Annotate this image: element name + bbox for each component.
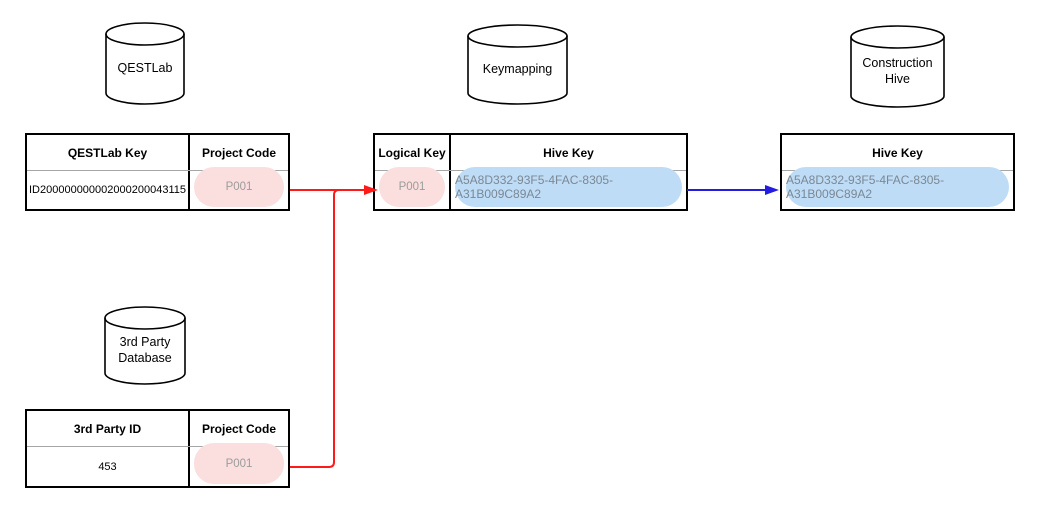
column-header-qestlab-key: QESTLab Key [27, 135, 190, 170]
hive-key-cell: A5A8D332-93F5-4FAC-8305-A31B009C89A2 [451, 167, 686, 209]
table-header-row: Hive Key [782, 135, 1013, 171]
cylinder-qestlab: QESTLab [105, 22, 185, 105]
column-header-project-code: Project Code [201, 421, 276, 436]
hive-key-pill: A5A8D332-93F5-4FAC-8305-A31B009C89A2 [455, 167, 682, 207]
project-code-cell: P001 [190, 167, 288, 209]
hive-key-pill: A5A8D332-93F5-4FAC-8305-A31B009C89A2 [786, 167, 1009, 207]
column-header-hive-key: Hive Key [872, 145, 923, 160]
table-header-row: QESTLab Key Project Code [27, 135, 288, 171]
construction-hive-table: Hive Key A5A8D332-93F5-4FAC-8305-A31B009… [780, 133, 1015, 211]
red-connector-thirdparty-to-keymapping [290, 189, 340, 468]
cylinder-label: 3rd Party Database [104, 306, 186, 385]
project-code-pill: P001 [194, 443, 284, 484]
qestlab-table: QESTLab Key Project Code ID2000000000020… [25, 133, 290, 211]
project-code-pill: P001 [194, 167, 284, 207]
column-header-logical-key: Logical Key [375, 135, 451, 170]
column-header-project-code: Project Code [201, 145, 276, 160]
project-code-cell: P001 [190, 443, 288, 486]
database-cylinder-icon [850, 25, 945, 108]
cylinder-label: Keymapping [467, 24, 568, 105]
database-cylinder-icon [104, 306, 186, 385]
cylinder-construction-hive: Construction Hive [850, 25, 945, 108]
cylinder-label-line: Database [118, 350, 172, 365]
cylinder-label-line: Hive [884, 71, 910, 86]
keymapping-table: Logical Key Hive Key P001 A5A8D332-93F5-… [373, 133, 688, 211]
third-party-id-cell: 453 [27, 447, 190, 486]
hive-key-cell: A5A8D332-93F5-4FAC-8305-A31B009C89A2 [782, 167, 1013, 209]
table-header-row: 3rd Party ID Project Code [27, 411, 288, 447]
qestlab-key-cell: ID200000000002000200043115 [27, 171, 190, 209]
database-cylinder-icon [467, 24, 568, 105]
logical-key-cell: P001 [375, 167, 451, 209]
database-cylinder-icon [105, 22, 185, 105]
table-header-row: Logical Key Hive Key [375, 135, 686, 171]
column-header-hive-key: Hive Key [543, 145, 594, 160]
blue-arrowhead-icon [765, 185, 779, 195]
table-row: P001 A5A8D332-93F5-4FAC-8305-A31B009C89A… [375, 167, 686, 209]
table-row: 453 P001 [27, 443, 288, 486]
third-party-table: 3rd Party ID Project Code 453 P001 [25, 409, 290, 488]
table-row: ID200000000002000200043115 P001 [27, 167, 288, 209]
cylinder-third-party-database: 3rd Party Database [104, 306, 186, 385]
cylinder-label-line: Construction [862, 55, 933, 70]
cylinder-label-line: 3rd Party [119, 334, 171, 349]
column-header-third-party-id: 3rd Party ID [27, 411, 190, 446]
cylinder-label: Construction Hive [850, 25, 945, 108]
table-row: A5A8D332-93F5-4FAC-8305-A31B009C89A2 [782, 167, 1013, 209]
cylinder-keymapping: Keymapping [467, 24, 568, 105]
cylinder-label: QESTLab [105, 22, 185, 105]
cylinder-label-line: Keymapping [482, 61, 553, 76]
logical-key-pill: P001 [379, 167, 445, 207]
cylinder-label-line: QESTLab [117, 60, 173, 75]
